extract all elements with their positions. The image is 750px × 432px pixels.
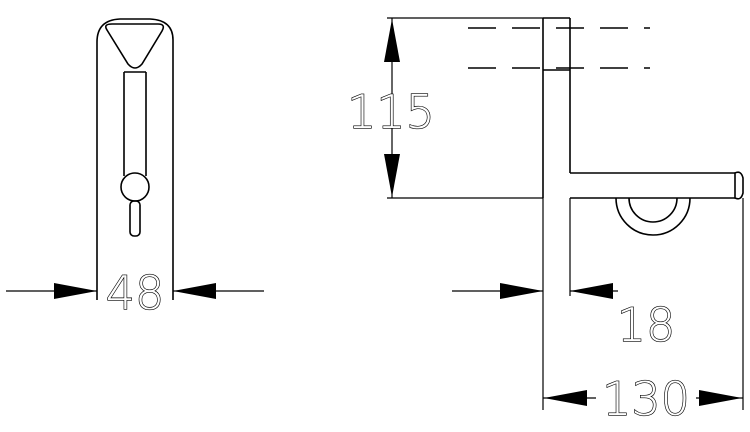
length-arrow-right-icon [699, 390, 742, 406]
depth-dimension-label: 18 [617, 298, 676, 352]
depth-arrow-right-icon [570, 283, 613, 299]
height-dimension-label: 115 [347, 85, 435, 139]
knob-stem [129, 200, 141, 237]
length-arrow-left-icon [544, 390, 587, 406]
side-view: 115 18 130 [346, 17, 744, 427]
triangle-opening-icon [105, 23, 165, 69]
arm-end-cap [734, 171, 744, 200]
width-dimension-label: 48 [106, 266, 165, 320]
roll-arc-outer [615, 197, 691, 236]
width-arrow-left-icon [54, 283, 97, 299]
height-arrow-bottom-icon [384, 154, 400, 197]
depth-arrow-left-icon [500, 283, 543, 299]
front-body-top-curve [96, 18, 174, 43]
length-dimension-label: 130 [602, 372, 690, 426]
front-view: 48 [6, 18, 264, 321]
knob-circle-icon [120, 172, 150, 202]
width-arrow-right-icon [173, 283, 216, 299]
roll-arc-inner [628, 197, 678, 223]
height-arrow-top-icon [384, 19, 400, 62]
